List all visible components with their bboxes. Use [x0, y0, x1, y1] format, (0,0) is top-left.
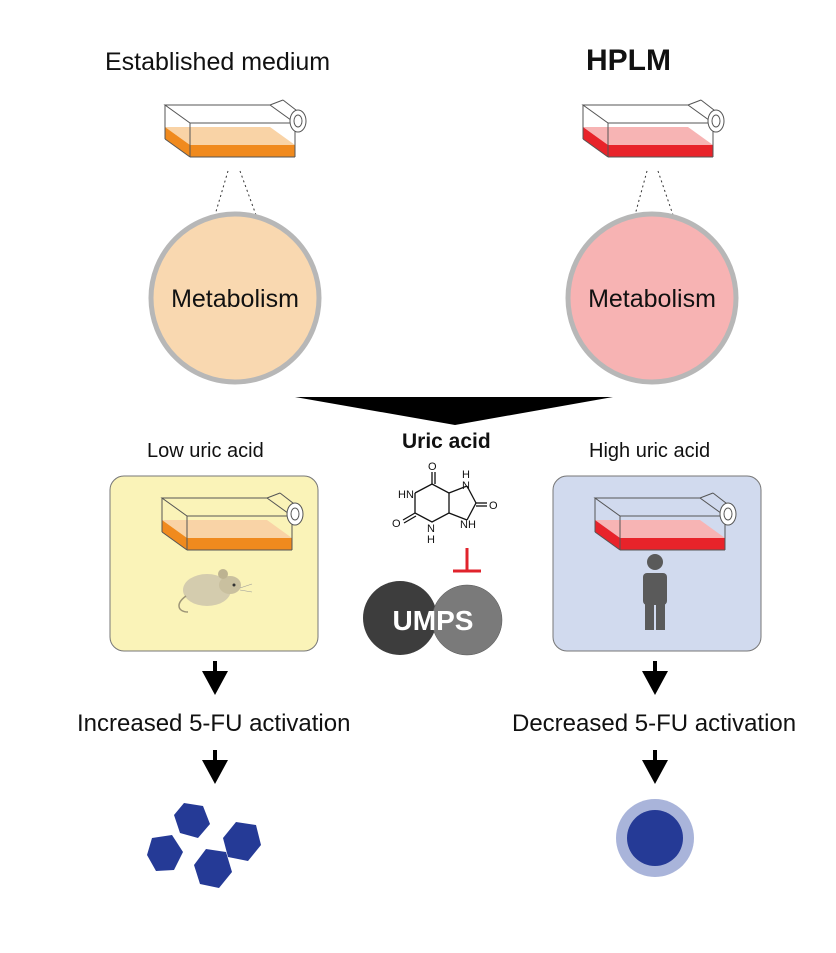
umps-enzyme	[363, 581, 503, 656]
mouse-icon	[178, 569, 253, 613]
established-medium-title: Established medium	[105, 48, 331, 76]
low-uric-acid-panel	[109, 475, 319, 652]
arrow-low-2	[202, 750, 228, 784]
increased-activation-label: Increased 5-FU activation	[77, 710, 351, 737]
atom-nh-right: NH	[460, 519, 476, 531]
atom-o-right: O	[489, 500, 498, 512]
uric-acid-label: Uric acid	[402, 430, 491, 453]
person-icon	[643, 554, 667, 630]
atom-h-top: H	[462, 469, 470, 481]
atom-n-bottom: N	[427, 523, 435, 535]
arrow-high-2	[642, 750, 668, 784]
established-medium-flask-icon	[164, 99, 307, 158]
decreased-activation-label: Decreased 5-FU activation	[512, 710, 797, 737]
atom-hn: HN	[398, 489, 414, 501]
merge-triangle	[295, 397, 613, 425]
atom-h-bottom: H	[427, 534, 435, 546]
intact-cell-icon	[616, 799, 694, 877]
metabolism-circle-left	[148, 211, 322, 385]
metabolism-label-left: Metabolism	[171, 285, 299, 313]
arrow-low-1	[202, 661, 228, 695]
left-zoom-lines	[214, 170, 257, 216]
atom-o-top: O	[428, 461, 437, 473]
right-zoom-lines	[634, 170, 674, 216]
umps-label: UMPS	[393, 605, 474, 636]
high-uric-acid-label: High uric acid	[589, 440, 711, 462]
hplm-title: HPLM	[586, 44, 671, 77]
dead-cell-fragments-icon	[147, 803, 261, 888]
arrow-high-1	[642, 661, 668, 695]
low-uric-acid-label: Low uric acid	[147, 440, 264, 462]
metabolism-label-right: Metabolism	[588, 285, 716, 313]
atom-n-top: N	[462, 480, 470, 492]
uric-acid-structure	[402, 472, 487, 524]
inhibition-icon	[453, 548, 481, 573]
metabolism-circle-right	[565, 211, 739, 385]
atom-o-left: O	[392, 518, 401, 530]
hplm-flask-icon	[582, 99, 725, 158]
